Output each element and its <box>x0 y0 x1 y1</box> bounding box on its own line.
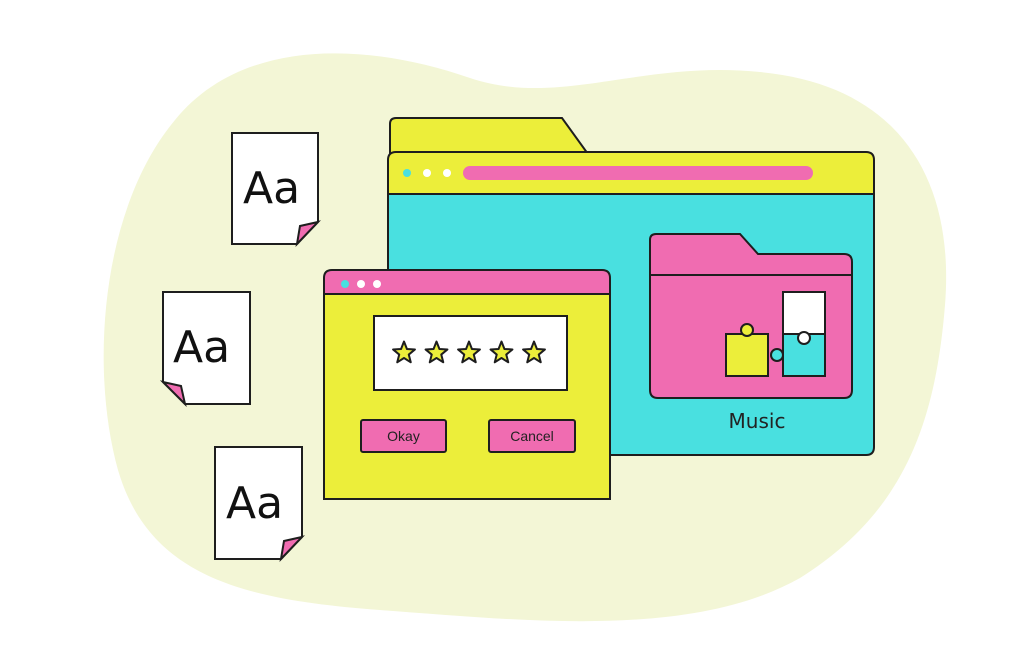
page-curl <box>159 380 187 408</box>
puzzle-icon <box>725 291 826 377</box>
dialog-dot-cyan[interactable] <box>341 280 349 288</box>
cancel-button-label: Cancel <box>510 428 554 444</box>
font-document-label: Aa <box>243 163 300 214</box>
font-document[interactable]: Aa <box>159 291 251 408</box>
font-file-icon <box>162 291 251 405</box>
star-icon[interactable] <box>489 340 514 364</box>
window-tab <box>389 117 590 155</box>
star-icon[interactable] <box>522 340 546 364</box>
font-document-label: Aa <box>226 478 283 529</box>
rating-dialog: Okay Cancel <box>323 269 611 500</box>
ok-button-label: Okay <box>387 428 420 444</box>
window-dot[interactable] <box>423 169 431 177</box>
address-bar[interactable] <box>463 166 813 180</box>
font-document[interactable]: Aa <box>214 446 305 563</box>
music-folder[interactable]: Music <box>649 233 853 433</box>
page-curl <box>295 220 321 248</box>
star-rating[interactable] <box>392 340 546 364</box>
star-icon[interactable] <box>392 340 416 364</box>
window-dot-cyan[interactable] <box>403 169 411 177</box>
dialog-dot[interactable] <box>357 280 365 288</box>
folder-label: Music <box>729 409 786 433</box>
ok-button[interactable]: Okay <box>360 419 447 453</box>
star-icon[interactable] <box>457 340 481 364</box>
page-curl <box>279 535 305 563</box>
dialog-title-bar <box>323 269 611 295</box>
cancel-button[interactable]: Cancel <box>488 419 576 453</box>
window-dot[interactable] <box>443 169 451 177</box>
star-icon[interactable] <box>424 340 449 364</box>
font-document[interactable]: Aa <box>231 132 321 248</box>
font-document-label: Aa <box>173 322 230 373</box>
dialog-dot[interactable] <box>373 280 381 288</box>
